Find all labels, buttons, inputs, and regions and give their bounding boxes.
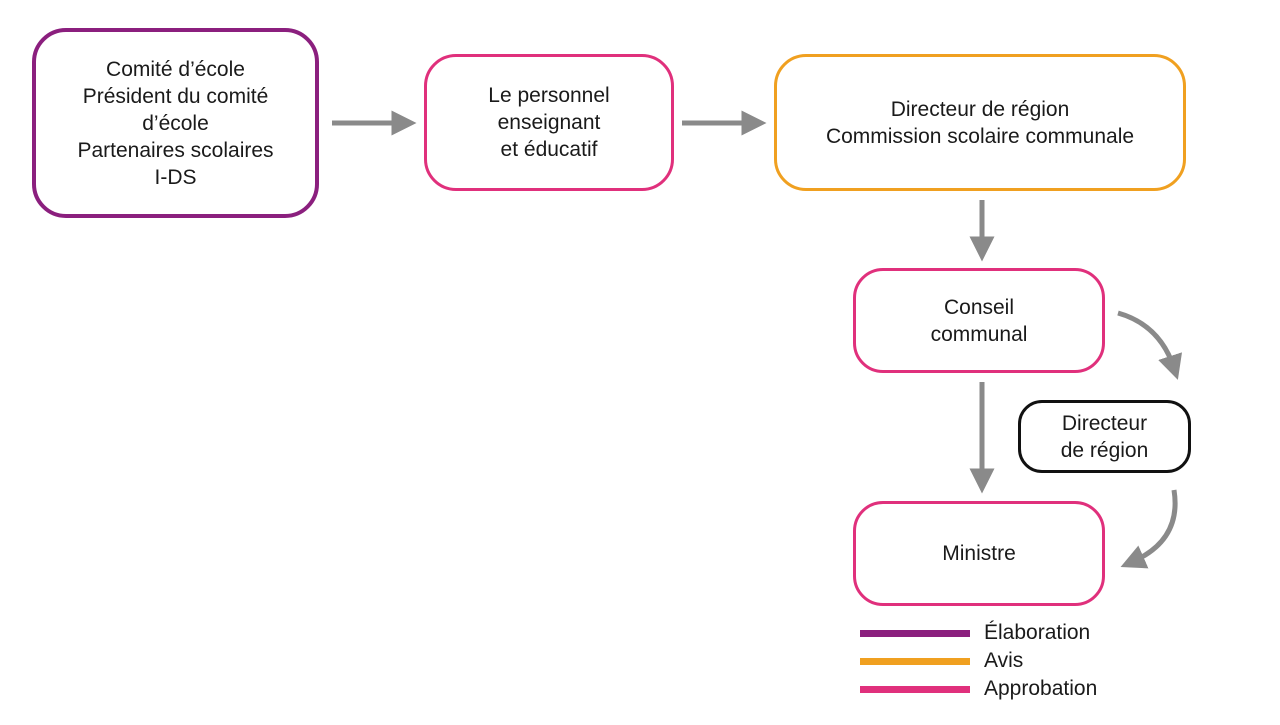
node-directeur-region: Directeur de région <box>1018 400 1191 473</box>
node-comite-ecole: Comité d’école Président du comité d’éco… <box>32 28 319 218</box>
node-comite-line-1: Comité d’école <box>106 57 245 81</box>
legend-swatch-elaboration <box>860 629 970 637</box>
node-directeur-commission-line-1: Directeur de région <box>890 97 1070 121</box>
node-personnel: Le personnel enseignant et éducatif <box>424 54 674 191</box>
legend-swatch-avis <box>860 657 970 665</box>
arrow-conseil-to-directeur-region <box>1117 310 1183 380</box>
node-directeur-region-line-2: de région <box>1060 438 1149 462</box>
node-personnel-line-1: Le personnel <box>488 84 610 107</box>
legend-item-approbation: Approbation <box>860 677 1097 701</box>
node-conseil-communal: Conseil communal <box>853 268 1105 373</box>
legend-swatch-approbation <box>860 685 970 693</box>
node-directeur-commission: Directeur de région Commission scolaire … <box>774 54 1186 191</box>
node-comite-line-5: I-DS <box>154 165 197 189</box>
node-ministre-line-1: Ministre <box>942 542 1016 565</box>
node-comite-line-4: Partenaires scolaires <box>77 138 274 162</box>
node-ministre: Ministre <box>853 501 1105 606</box>
node-personnel-line-2: enseignant <box>497 111 601 134</box>
node-conseil-line-1: Conseil <box>943 295 1015 319</box>
node-comite-line-2: Président du comité <box>82 84 269 108</box>
legend-label-elaboration: Élaboration <box>984 621 1091 644</box>
legend-label-approbation: Approbation <box>984 677 1098 700</box>
node-directeur-region-line-1: Directeur <box>1061 411 1148 435</box>
node-comite-line-3: d’école <box>142 111 209 135</box>
legend-item-avis: Avis <box>860 649 1023 673</box>
node-conseil-line-2: communal <box>930 322 1028 346</box>
legend-item-elaboration: Élaboration <box>860 621 1090 645</box>
node-directeur-commission-line-2: Commission scolaire communale <box>825 124 1135 148</box>
legend-label-avis: Avis <box>984 649 1024 672</box>
node-personnel-line-3: et éducatif <box>500 138 598 161</box>
arrow-directeur-region-to-ministre <box>1120 489 1178 569</box>
